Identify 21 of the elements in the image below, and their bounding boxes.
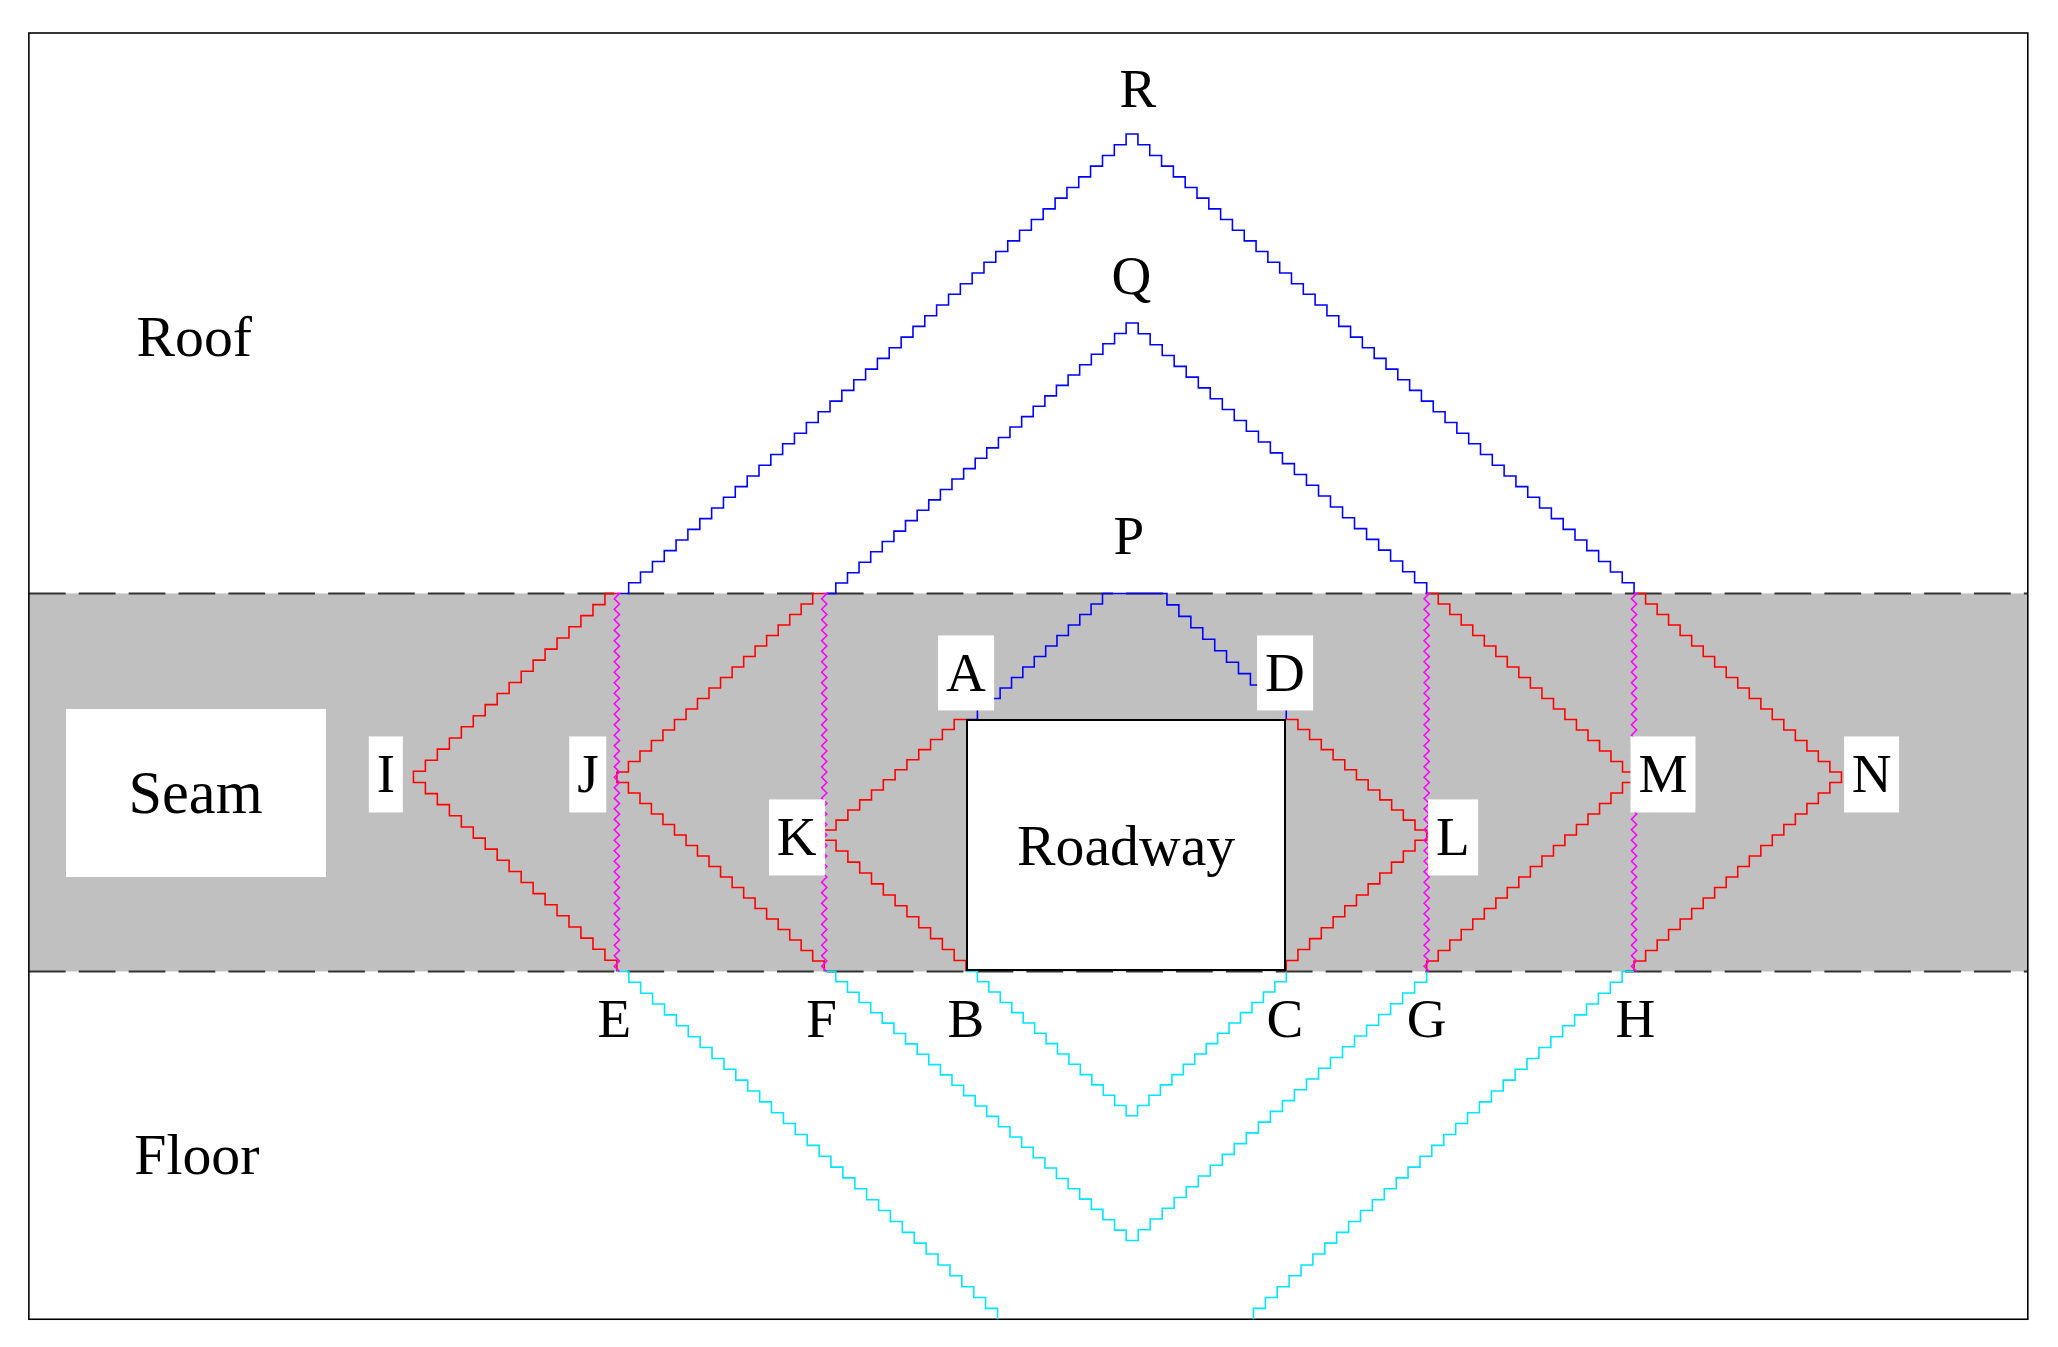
point-label: K xyxy=(768,799,825,875)
point-label: I xyxy=(368,736,404,812)
point-label: R xyxy=(1119,61,1157,117)
point-label: D xyxy=(1257,635,1313,711)
point-label: B xyxy=(947,990,985,1047)
zone-label: Roof xyxy=(136,308,252,367)
point-label: P xyxy=(1113,507,1145,564)
point-label: F xyxy=(806,990,837,1047)
point-label: L xyxy=(1428,799,1478,875)
point-label: A xyxy=(938,635,994,711)
point-label: H xyxy=(1615,990,1656,1047)
point-label: G xyxy=(1406,990,1447,1047)
point-label: C xyxy=(1266,990,1304,1047)
roadway-box: Roadway xyxy=(966,719,1287,972)
point-label: Q xyxy=(1111,248,1152,304)
seam-label-box: Seam xyxy=(65,708,326,877)
zone-label: Floor xyxy=(134,1126,260,1184)
point-label: M xyxy=(1630,736,1696,812)
point-label: N xyxy=(1843,736,1900,812)
point-label: E xyxy=(597,990,632,1047)
point-label: J xyxy=(569,736,607,812)
